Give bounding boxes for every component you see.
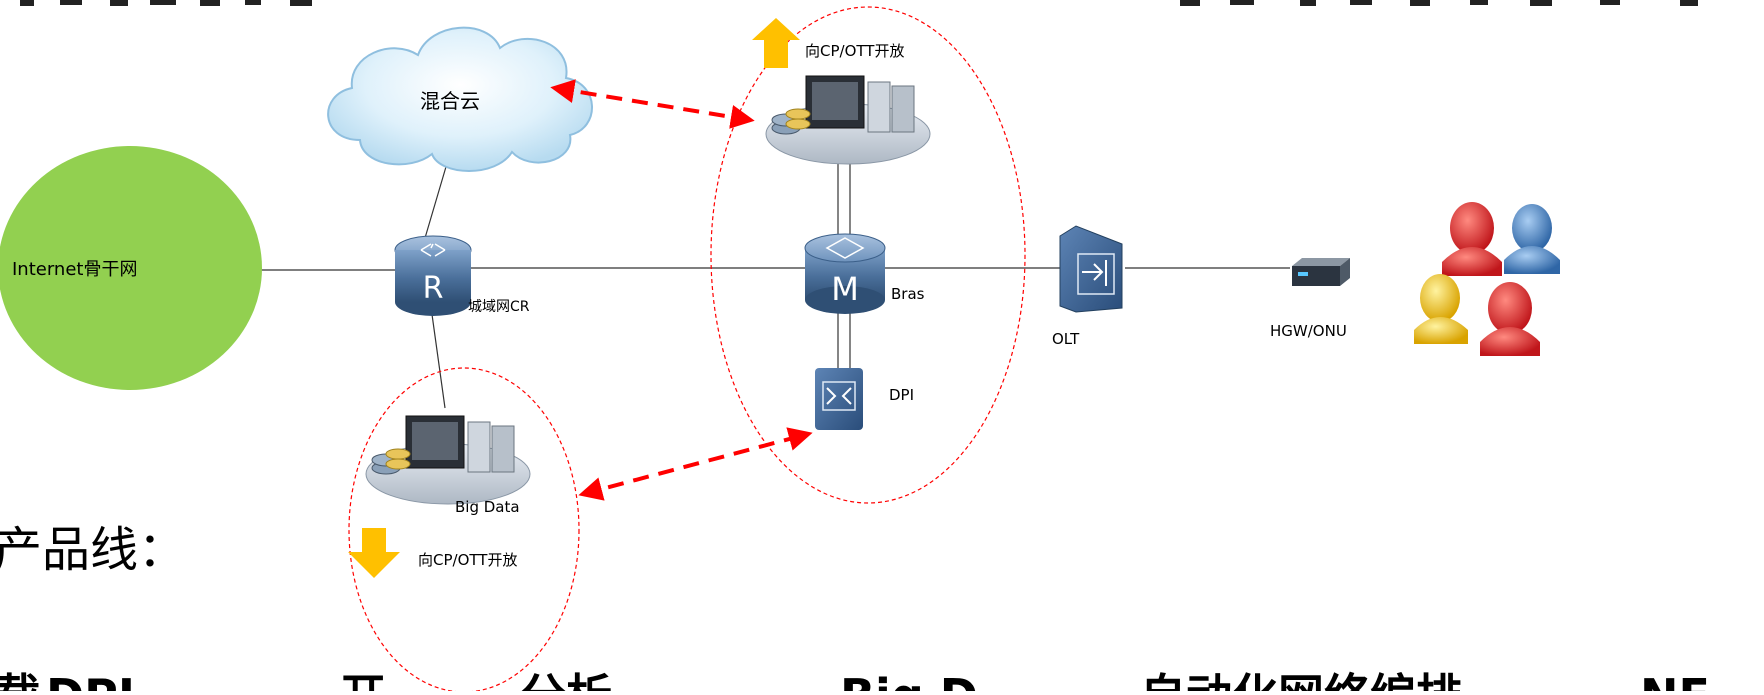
- olt-icon: OLT: [1052, 225, 1123, 348]
- bigdata-label: Big Data: [455, 498, 520, 516]
- open-top-label: 向CP/OTT开放: [805, 42, 904, 60]
- bottom-fragment-4: Big D: [840, 669, 978, 691]
- server-platform-bigdata: Big Data: [365, 415, 531, 516]
- bras-letter: M: [831, 270, 859, 308]
- bottom-fragment-6: NF: [1640, 669, 1710, 691]
- hybrid-cloud-node: 混合云: [327, 26, 593, 172]
- bras-label: Bras: [891, 285, 925, 303]
- user-yellow: [1414, 274, 1468, 344]
- open-up-arrow: 向CP/OTT开放: [752, 18, 904, 68]
- links: [258, 158, 1290, 409]
- internet-label: Internet骨干网: [12, 259, 137, 280]
- bigdata-dpi-arrow: [578, 427, 813, 501]
- bottom-fragment-2: 开: [340, 669, 386, 691]
- bottom-fragment-0: 载: [0, 669, 40, 691]
- bras-icon: M Bras: [804, 233, 925, 314]
- user-blue: [1504, 204, 1560, 274]
- cloud-server-arrow: [550, 79, 755, 129]
- bottom-fragment-1: DPI: [46, 669, 135, 691]
- cropped-top-text: [0, 0, 1764, 8]
- cr-label: 城域网CR: [468, 299, 530, 315]
- router-letter: R: [423, 271, 444, 306]
- internet-node: Internet骨干网: [0, 146, 262, 390]
- router-cr-icon: R 城域网CR: [394, 235, 530, 316]
- user-red-2: [1480, 282, 1540, 356]
- bottom-fragment-5: 自动化网络编排: [1140, 669, 1462, 691]
- open-down-arrow: 向CP/OTT开放: [348, 528, 517, 578]
- link-cr-bigdata: [429, 299, 446, 409]
- hgw-label: HGW/ONU: [1270, 322, 1347, 340]
- user-red-1: [1442, 202, 1502, 276]
- bras-group-outline: [710, 6, 1026, 504]
- server-platform-top: [765, 75, 931, 165]
- dpi-label: DPI: [889, 386, 914, 404]
- dpi-icon: DPI: [815, 368, 914, 430]
- data-flow-arrows: [550, 79, 813, 501]
- hybrid-cloud-label: 混合云: [420, 89, 480, 113]
- product-line-label: 产品线：: [0, 522, 186, 578]
- bottom-slide-text: 产品线： 载 DPI 开 分析 Big D 自动化网络编排 NF: [0, 522, 1710, 695]
- olt-label: OLT: [1052, 330, 1080, 348]
- bottom-fragment-3: 分析: [520, 669, 612, 691]
- link-cloud-cr: [424, 159, 449, 239]
- open-bottom-label: 向CP/OTT开放: [418, 551, 517, 569]
- hgw-onu-icon: HGW/ONU: [1270, 258, 1350, 340]
- users-icon: [1414, 202, 1560, 356]
